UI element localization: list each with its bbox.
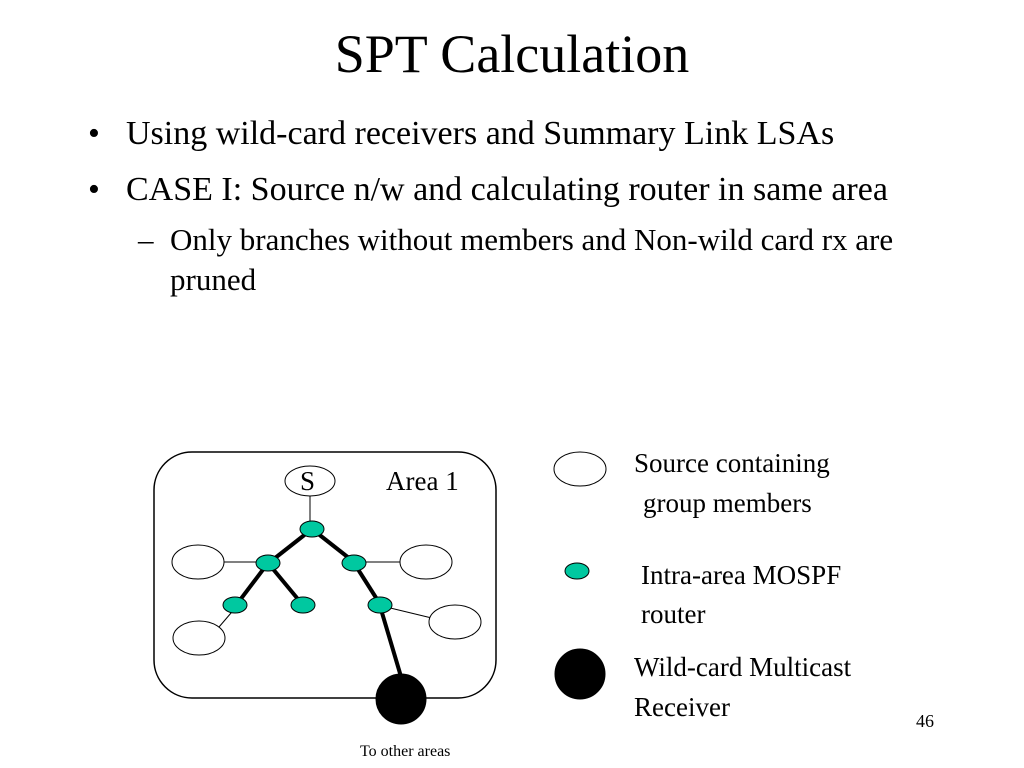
host-node	[428, 604, 482, 640]
bullet-item: • CASE I: Source n/w and calculating rou…	[88, 168, 948, 212]
host-node	[171, 544, 225, 580]
footer-label: To other areas	[360, 743, 451, 760]
area-boundary	[153, 451, 497, 699]
source-label: S	[300, 466, 316, 496]
legend-receiver-text-2: Receiver	[634, 692, 730, 722]
router-node	[367, 596, 393, 614]
bullet-text: Using wild-card receivers and Summary Li…	[126, 115, 835, 152]
bullet-item: • Using wild-card receivers and Summary …	[88, 112, 948, 156]
dash-icon: –	[138, 222, 154, 257]
router-node	[290, 596, 316, 614]
source-node	[284, 465, 336, 497]
tree-link	[378, 605, 404, 681]
slide-title: SPT Calculation	[334, 24, 690, 84]
host-node	[172, 620, 226, 656]
bullet-icon: •	[88, 115, 100, 152]
legend-router-icon	[564, 562, 590, 580]
bullet-list: • Using wild-card receivers and Summary …	[88, 112, 948, 300]
page-number: 46	[916, 711, 934, 731]
legend-source-icon	[553, 451, 607, 487]
sub-bullet-text: Only branches without members and Non-wi…	[170, 222, 894, 297]
legend-receiver-icon	[554, 648, 606, 700]
host-node	[399, 544, 453, 580]
router-node	[222, 596, 248, 614]
sub-bullet-item: – Only branches without members and Non-…	[88, 220, 948, 300]
router-node	[255, 554, 281, 572]
legend-router-text-1: Intra-area MOSPF	[641, 560, 842, 590]
wildcard-receiver-node	[375, 673, 427, 725]
bullet-icon: •	[88, 171, 100, 208]
bullet-text: CASE I: Source n/w and calculating route…	[126, 171, 888, 208]
legend-source-text-2: group members	[643, 488, 812, 518]
area-label: Area 1	[386, 466, 459, 496]
legend-receiver-text-1: Wild-card Multicast	[634, 652, 852, 682]
router-node	[299, 520, 325, 538]
legend-router-text-2: router	[641, 599, 706, 629]
router-node	[341, 554, 367, 572]
legend-source-text-1: Source containing	[634, 448, 830, 478]
